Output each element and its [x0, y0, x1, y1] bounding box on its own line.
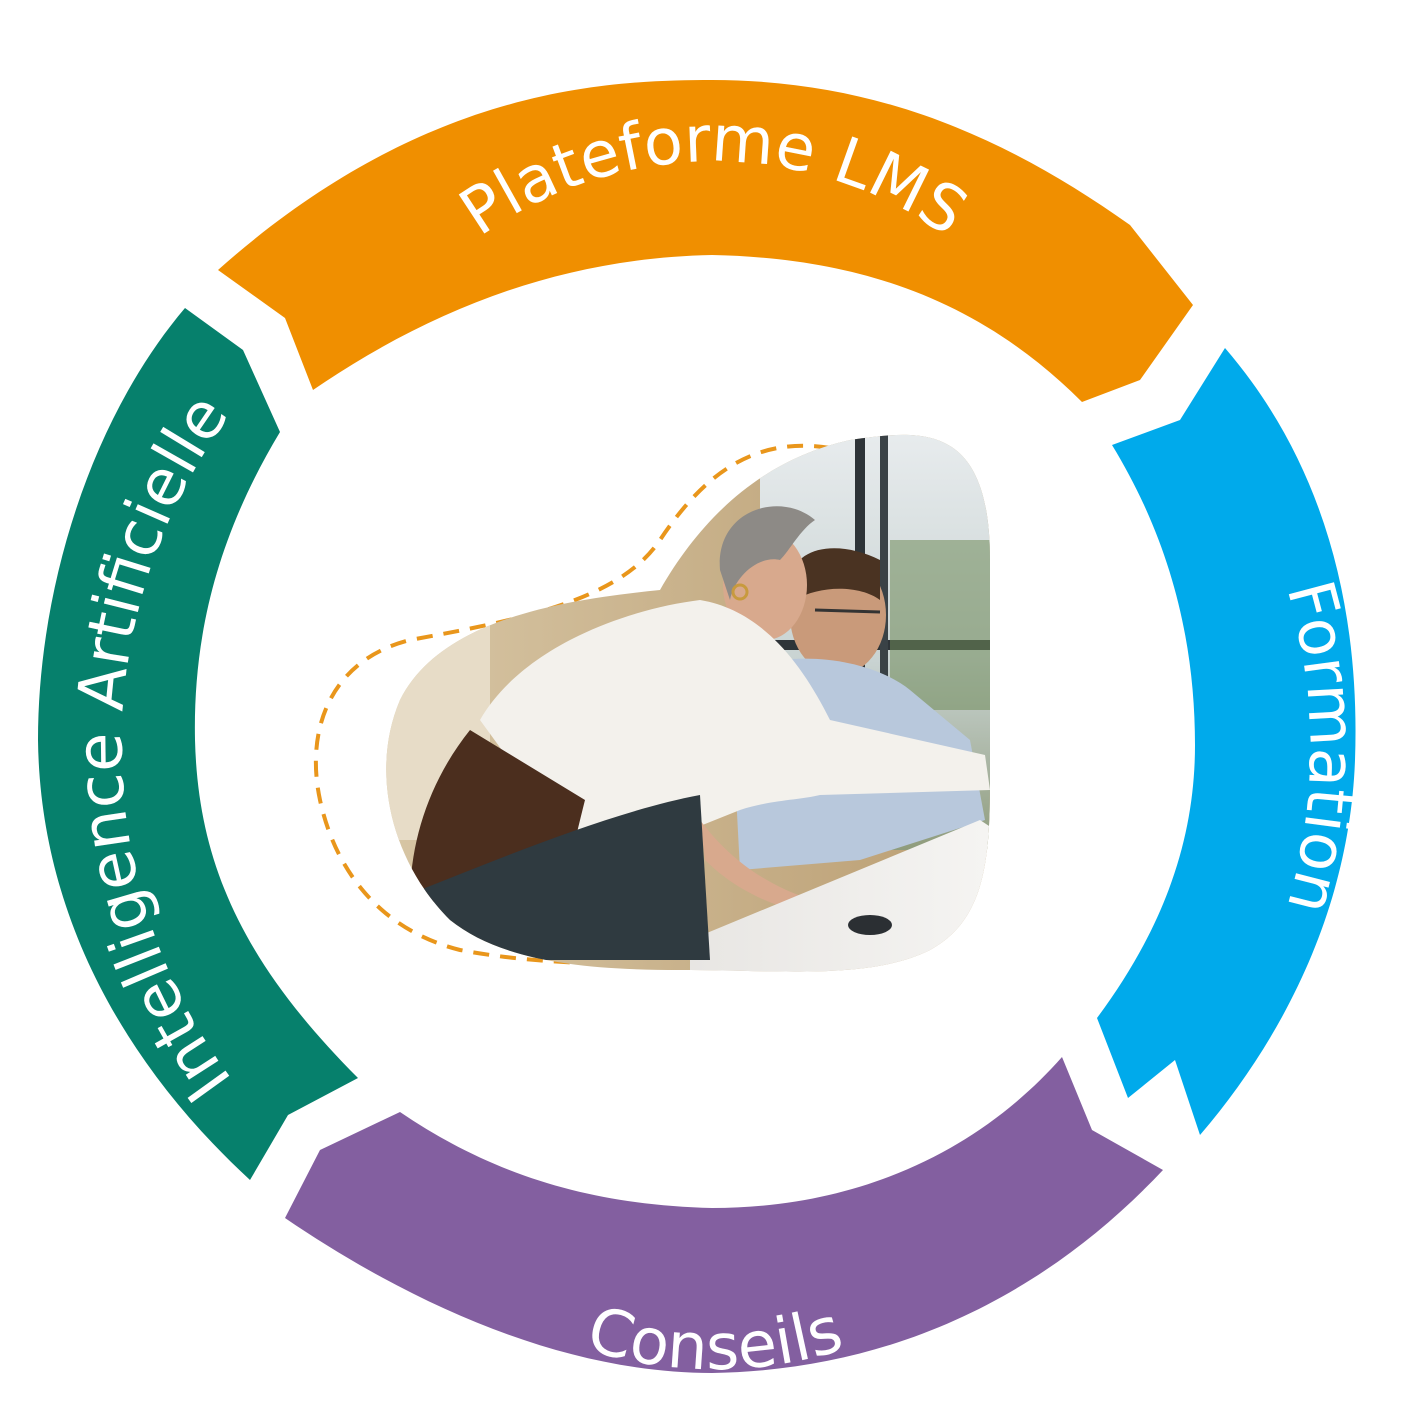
segment-conseils — [285, 1057, 1163, 1373]
segment-intelligence-artificielle — [38, 308, 358, 1180]
segment-formation — [1097, 348, 1356, 1135]
segment-plateforme-lms — [218, 80, 1193, 402]
dashed-outline — [313, 443, 831, 966]
office-people-at-computer-photo — [386, 434, 991, 972]
